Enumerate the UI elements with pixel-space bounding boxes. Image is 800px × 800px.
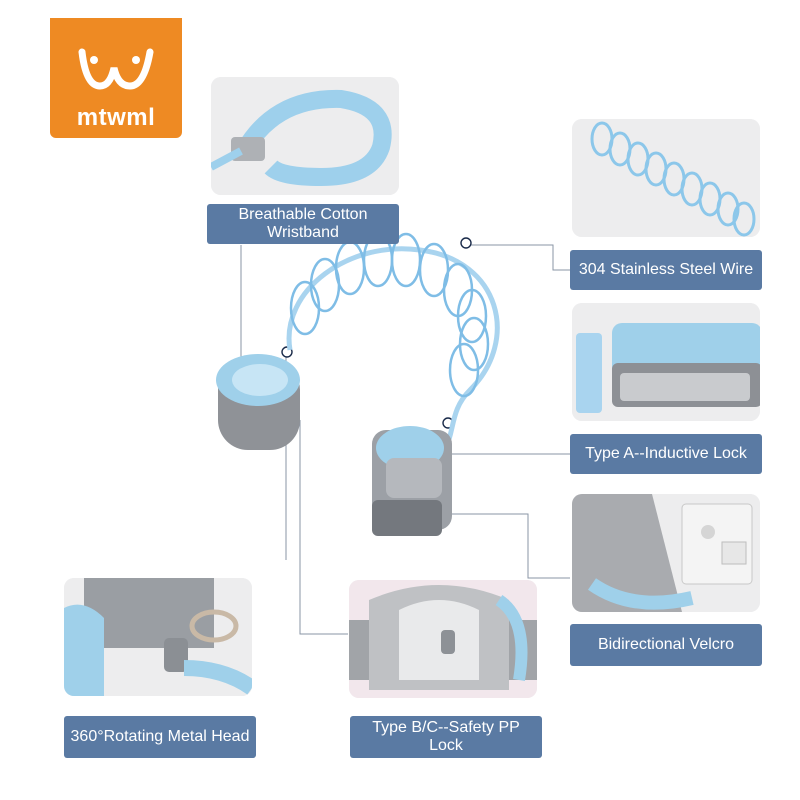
- metal-head-image-icon: [64, 578, 252, 696]
- safety-lock-image-icon: [349, 580, 537, 698]
- steel-wire-image-icon: [572, 119, 760, 237]
- photo-velcro: [572, 494, 760, 612]
- label-type-bc-safety-pp-lock: Type B/C--Safety PP Lock: [350, 716, 542, 758]
- label-bidirectional-velcro: Bidirectional Velcro: [570, 624, 762, 666]
- label-breathable-cotton-wristband: Breathable Cotton Wristband: [207, 204, 399, 244]
- velcro-image-icon: [572, 494, 760, 612]
- inductive-lock-image-icon: [572, 303, 760, 421]
- photo-wristband: [211, 77, 399, 195]
- photo-steel-wire: [572, 119, 760, 237]
- brand-name: mtwml: [76, 104, 156, 131]
- photo-safety-pp-lock: [349, 580, 537, 698]
- brand-logo: mtwml: [50, 18, 182, 138]
- product-leash-illustration: [216, 232, 500, 536]
- label-type-a-inductive-lock: Type A--Inductive Lock: [570, 434, 762, 474]
- photo-rotating-metal-head: [64, 578, 252, 696]
- wristband-image-icon: [211, 77, 399, 195]
- photo-inductive-lock: [572, 303, 760, 421]
- label-304-stainless-steel-wire: 304 Stainless Steel Wire: [570, 250, 762, 290]
- logo-mark-icon: [78, 48, 154, 90]
- label-360-rotating-metal-head: 360°Rotating Metal Head: [64, 716, 256, 758]
